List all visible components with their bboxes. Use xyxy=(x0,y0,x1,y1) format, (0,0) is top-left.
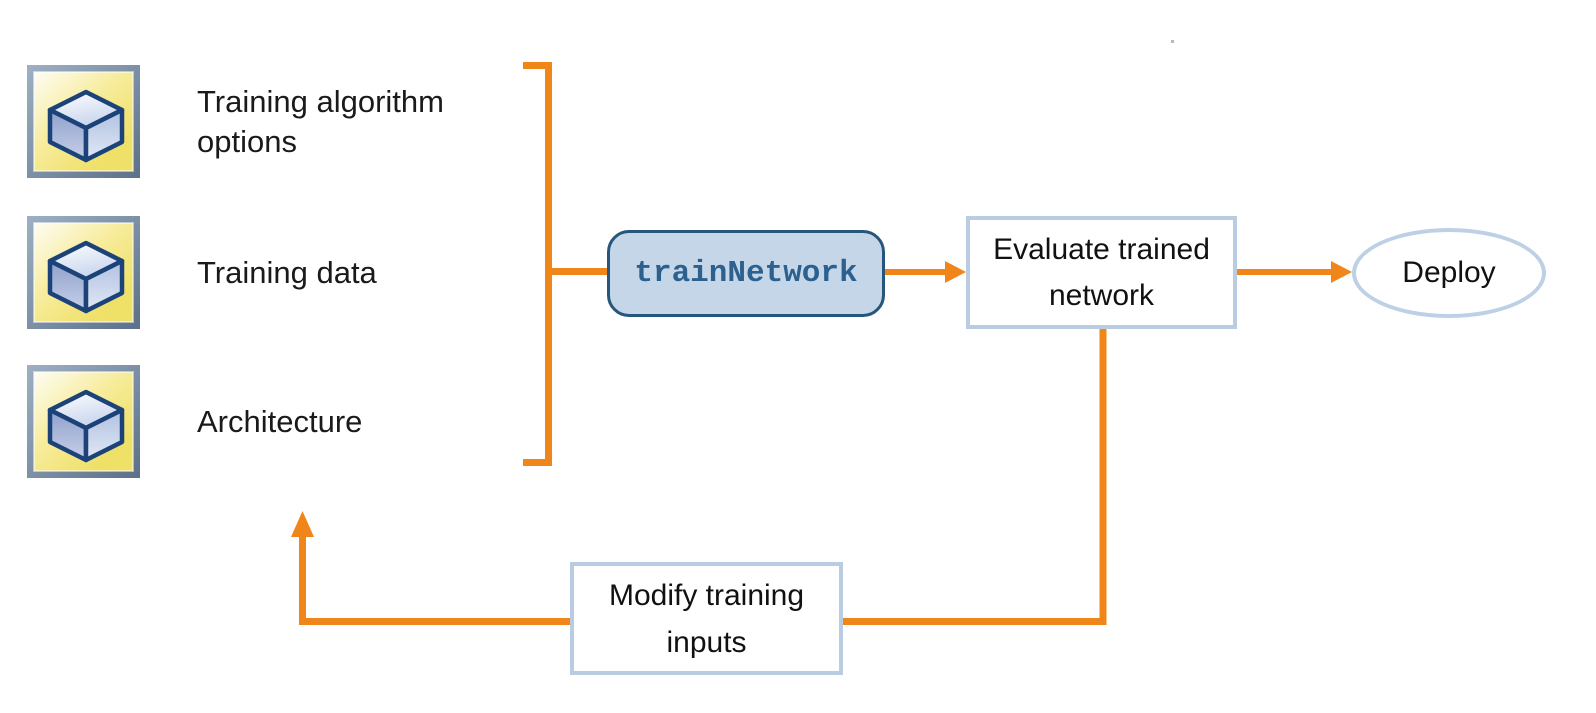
cube-block-icon xyxy=(27,365,140,478)
modify-training-inputs-label: Modify training inputs xyxy=(608,578,805,659)
deploy-label: Deploy xyxy=(1402,256,1496,289)
cube-block-icon xyxy=(27,65,140,178)
input-row-architecture: Architecture xyxy=(27,365,507,478)
cube-block-icon xyxy=(27,216,140,329)
input-group-bracket xyxy=(523,62,552,466)
evaluate-trained-network-node: Evaluate trained network xyxy=(966,216,1237,329)
input-row-training-data: Training data xyxy=(27,216,507,329)
train-network-label: trainNetwork xyxy=(634,256,858,291)
evaluate-to-deploy-arrowhead xyxy=(1331,261,1352,283)
input-label-architecture: Architecture xyxy=(197,403,363,439)
modify-training-inputs-node: Modify training inputs xyxy=(570,562,843,675)
input-row-training-algorithm-options: Training algorithm options xyxy=(27,65,507,178)
train-network-node: trainNetwork xyxy=(607,230,885,317)
deploy-node: Deploy xyxy=(1352,228,1546,318)
evaluate-trained-network-label: Evaluate trained network xyxy=(993,232,1210,312)
feedback-loop-arrowhead xyxy=(291,511,314,537)
input-label-training-algorithm-options: Training algorithm options xyxy=(197,83,444,159)
input-label-training-data: Training data xyxy=(197,254,377,290)
stray-dot-artifact xyxy=(1171,40,1174,43)
train-to-evaluate-arrowhead xyxy=(945,261,966,283)
